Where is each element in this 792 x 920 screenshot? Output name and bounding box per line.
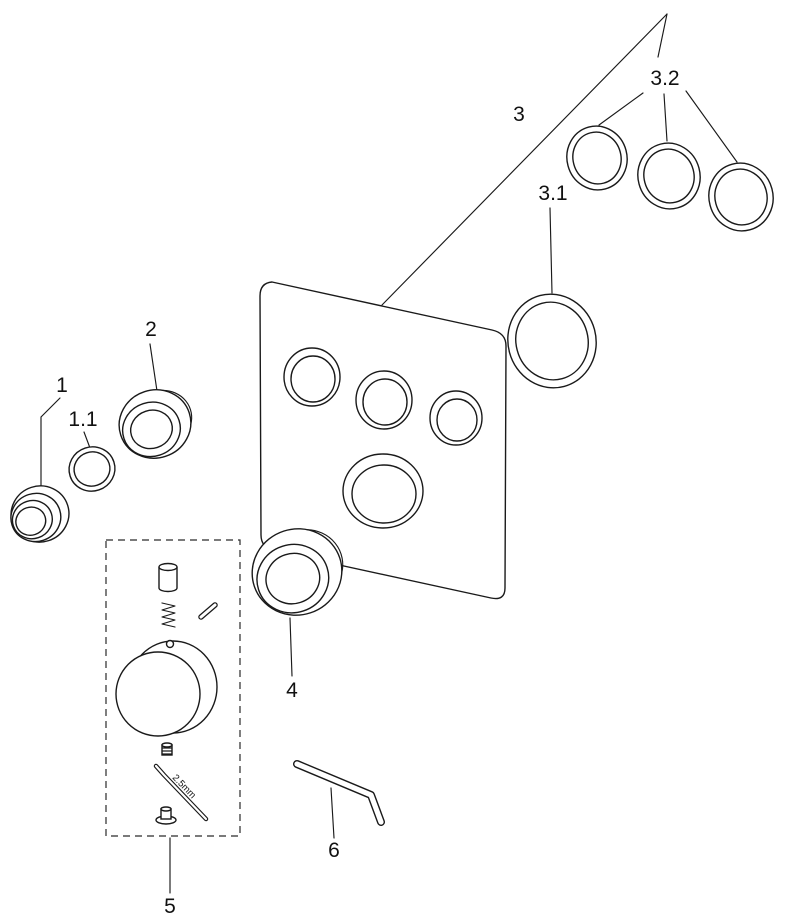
plug-cap-part1 bbox=[10, 485, 70, 543]
handle-adapter-cylinder bbox=[158, 562, 178, 593]
leader-line-part3-1 bbox=[549, 207, 553, 294]
label-part2: 2 bbox=[145, 318, 157, 341]
label-part1-1: 1.1 bbox=[68, 408, 97, 431]
label-part3-1: 3.1 bbox=[538, 182, 567, 205]
hex-key-part6 bbox=[293, 760, 385, 826]
spring bbox=[161, 602, 176, 628]
trim-rings-part3-2 bbox=[566, 125, 774, 232]
leader-line-part3-apex bbox=[657, 13, 668, 58]
label-part3-2: 3.2 bbox=[650, 67, 679, 90]
trim-ring-c bbox=[708, 162, 774, 232]
leader-line-part1 bbox=[40, 397, 61, 487]
handle-assembly-part5: 2.5mm bbox=[105, 539, 241, 837]
faceplate-hole-3 bbox=[429, 390, 483, 446]
trim-ring-a bbox=[566, 125, 628, 191]
dashed-group-box bbox=[105, 539, 241, 837]
screw-cap bbox=[155, 806, 177, 825]
faceplate-hole-1 bbox=[283, 347, 341, 407]
label-part6: 6 bbox=[328, 839, 340, 862]
label-part4: 4 bbox=[286, 679, 298, 702]
faceplate bbox=[259, 281, 507, 600]
index-dot bbox=[165, 639, 175, 649]
leader-line-part3-2c bbox=[685, 90, 738, 163]
trim-ring-b bbox=[637, 142, 701, 210]
leader-line-part2 bbox=[149, 343, 158, 392]
label-part1: 1 bbox=[56, 374, 68, 397]
seal-ring-part1-1 bbox=[68, 446, 116, 492]
leader-line-part3-2a bbox=[598, 92, 644, 126]
label-part3: 3 bbox=[513, 103, 525, 126]
sleeve-part4 bbox=[251, 528, 344, 616]
grub-screw bbox=[161, 742, 173, 756]
leader-line-part4 bbox=[289, 617, 293, 677]
pin bbox=[198, 602, 218, 620]
trim-ring-part3-1 bbox=[507, 293, 597, 389]
faceplate-hole-2 bbox=[355, 370, 413, 430]
leader-lines bbox=[40, 13, 738, 894]
leader-line-part3 bbox=[381, 13, 668, 306]
leader-line-part3-2b bbox=[663, 93, 668, 142]
faceplate-hole-large bbox=[342, 453, 424, 529]
label-part5: 5 bbox=[164, 895, 176, 918]
leader-line-part6 bbox=[330, 787, 335, 839]
sleeve-part2 bbox=[118, 389, 193, 459]
part-labels: 1 1.1 2 3 3.1 3.2 4 5 6 bbox=[56, 67, 679, 918]
leader-line-part1-1 bbox=[83, 431, 91, 449]
handle-knob bbox=[115, 639, 218, 737]
